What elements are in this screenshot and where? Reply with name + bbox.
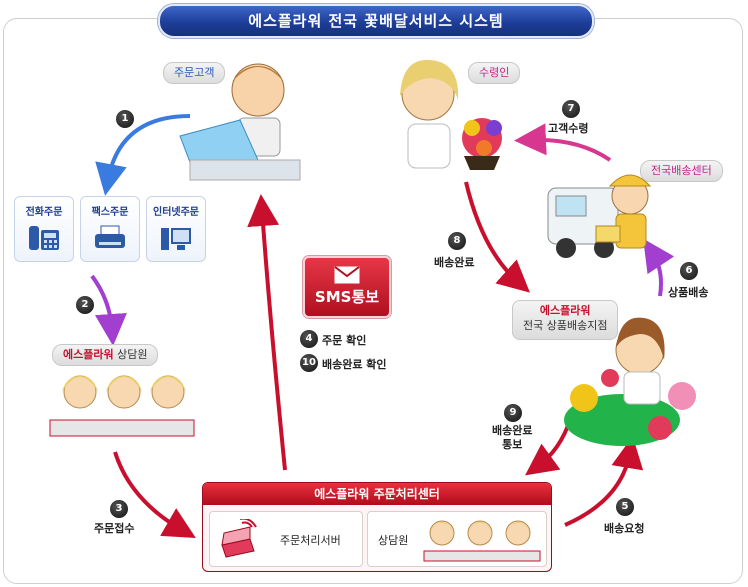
arrow-step-3 — [113, 451, 196, 538]
arrow-step-1 — [95, 114, 191, 196]
server-label: 주문처리서버 — [280, 534, 341, 547]
consultants-illustration — [49, 375, 195, 437]
arrow-step-2 — [90, 274, 127, 346]
step-8-label: 배송완료 — [434, 256, 475, 269]
order-channel-label: 팩스주문 — [91, 207, 129, 218]
order-channel-label: 전화주문 — [25, 207, 63, 218]
customer-illustration — [179, 63, 301, 181]
arrow-step-4 — [247, 194, 287, 471]
step-2-badge: 2 — [76, 296, 94, 314]
step-9-badge: 9 — [504, 404, 522, 422]
sms-label: SMS통보 — [314, 288, 380, 306]
consultant-brand: 에스플라워 — [63, 348, 114, 361]
order-channel-fax: 팩스주문 — [80, 196, 140, 262]
order-server-box: 주문처리서버 — [209, 511, 363, 567]
step-10-label: 배송완료 확인 — [322, 358, 387, 371]
branch-brand: 에스플라워 — [539, 304, 591, 317]
envelope-icon — [334, 266, 360, 284]
sms-notification: SMS통보 — [303, 256, 391, 318]
branch-illustration — [564, 317, 696, 446]
tag-customer: 주문고객 — [163, 62, 226, 84]
tag-delivery-center: 전국배송센터 — [640, 160, 723, 182]
step-1-badge: 1 — [116, 110, 134, 128]
tag-branch: 에스플라워 전국 상품배송지점 — [512, 300, 619, 340]
step-6-badge: 6 — [680, 262, 698, 280]
step-6-label: 상품배송 — [668, 286, 709, 299]
order-channel-phone: 전화주문 — [14, 196, 74, 262]
tag-recipient: 수령인 — [468, 62, 521, 84]
step-10-badge: 10 — [300, 354, 318, 372]
step-5-label: 배송요청 — [604, 522, 645, 535]
order-channel-internet: 인터넷주문 — [146, 196, 206, 262]
consultant-suffix: 상담원 — [117, 348, 148, 361]
step-8-badge: 8 — [448, 232, 466, 250]
step-3-label: 주문접수 — [94, 522, 135, 535]
order-channel-label: 인터넷주문 — [153, 207, 199, 218]
server-icon — [221, 519, 257, 558]
staff-label: 상담원 — [378, 534, 409, 547]
recipient-illustration — [400, 59, 502, 170]
step-9-label: 배송완료 통보 — [492, 424, 533, 451]
step-4-badge: 4 — [300, 330, 318, 348]
step-3-badge: 3 — [110, 500, 128, 518]
branch-name: 전국 상품배송지점 — [523, 319, 608, 332]
step-7-label: 고객수령 — [548, 122, 589, 135]
arrow-step-8 — [464, 181, 530, 293]
step-5-badge: 5 — [616, 498, 634, 516]
arrow-step-5 — [564, 436, 644, 527]
staff-illustration — [423, 520, 541, 562]
phone-icon — [29, 226, 59, 250]
center-title: 에스플라워 주문처리센터 — [203, 483, 551, 505]
arrow-step-6 — [643, 238, 675, 297]
center-staff-box: 상담원 — [367, 511, 547, 567]
computer-icon — [161, 228, 191, 250]
step-4-label: 주문 확인 — [322, 334, 367, 347]
page-title: 에스플라워 전국 꽃배달서비스 시스템 — [158, 4, 594, 38]
arrow-step-9 — [525, 419, 572, 476]
delivery-illustration — [547, 174, 652, 258]
arrow-step-7 — [514, 123, 612, 162]
order-processing-center: 에스플라워 주문처리센터 주문처리서버 상담원 — [202, 482, 552, 572]
step-7-badge: 7 — [562, 100, 580, 118]
tag-consultant: 에스플라워 상담원 — [52, 344, 159, 366]
fax-icon — [95, 225, 125, 248]
